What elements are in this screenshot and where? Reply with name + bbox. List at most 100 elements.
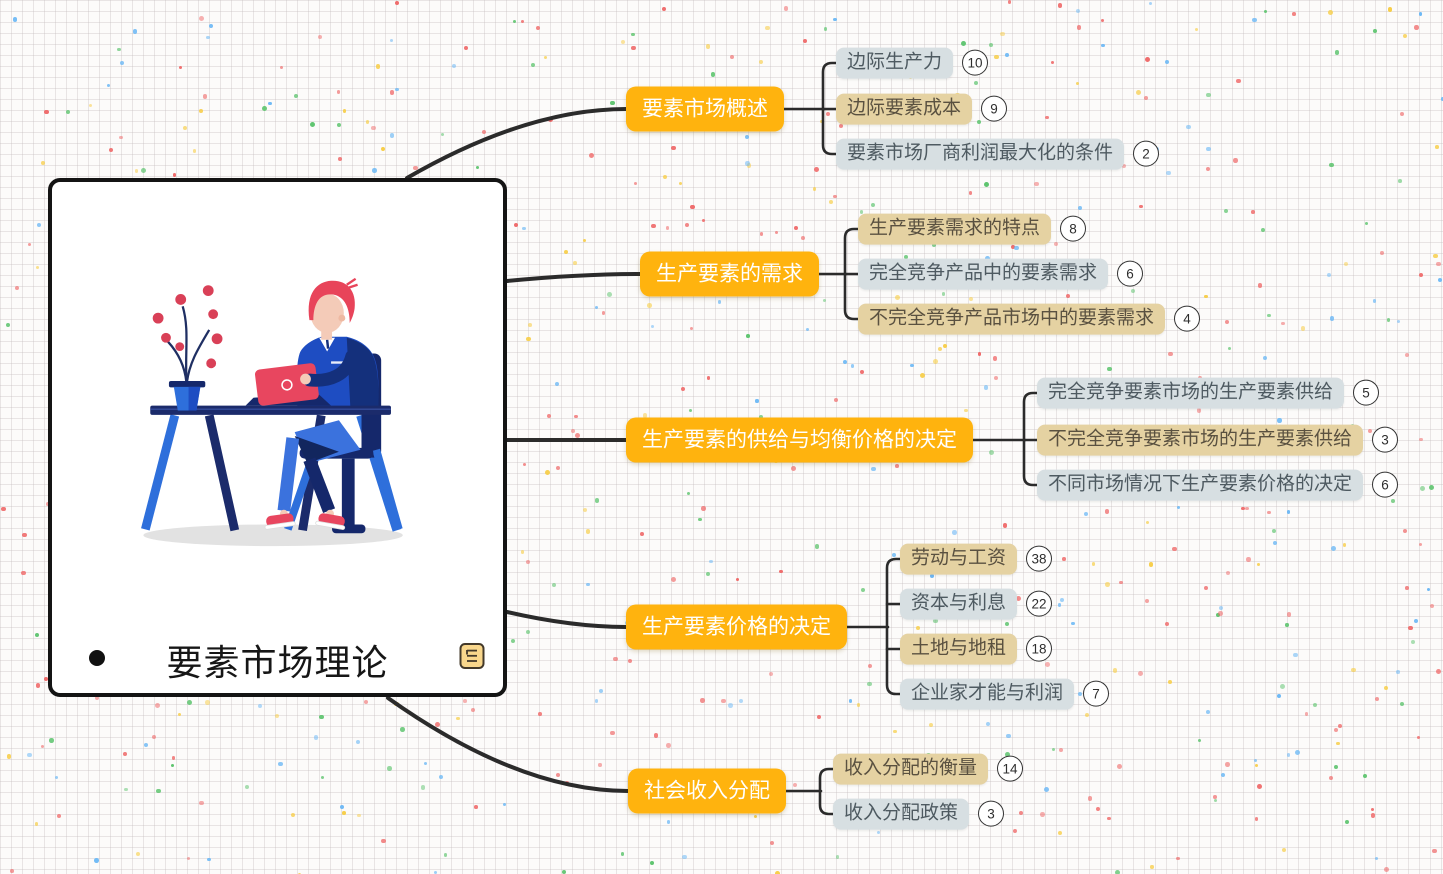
- confetti-dot: [814, 166, 819, 172]
- confetti-dot: [893, 729, 897, 734]
- confetti-dot: [1375, 696, 1380, 702]
- confetti-dot: [1145, 598, 1150, 603]
- topic-pill[interactable]: 不同市场情况下生产要素价格的决定: [1037, 469, 1364, 501]
- confetti-dot: [601, 311, 606, 315]
- branch-node-factor-supply-equilibrium[interactable]: 生产要素的供给与均衡价格的决定: [626, 417, 973, 463]
- confetti-dot: [119, 136, 123, 140]
- topic-pill[interactable]: 企业家才能与利润: [900, 678, 1075, 710]
- confetti-dot: [1105, 582, 1110, 587]
- confetti-dot: [1015, 596, 1021, 602]
- topic-pill[interactable]: 完全竞争要素市场的生产要素供给: [1037, 377, 1345, 409]
- confetti-dot: [317, 35, 322, 40]
- confetti-dot: [1414, 618, 1419, 623]
- confetti-dot: [470, 707, 475, 712]
- confetti-dot: [372, 168, 377, 173]
- confetti-dot: [511, 638, 516, 643]
- confetti-dot: [835, 855, 840, 859]
- topic-pill[interactable]: 边际生产力: [836, 47, 954, 79]
- topic-pill[interactable]: 土地与地租: [900, 633, 1018, 665]
- topic-pill[interactable]: 劳动与工资: [900, 543, 1018, 575]
- confetti-dot: [701, 506, 706, 511]
- confetti-dot: [6, 754, 12, 759]
- confetti-dot: [1010, 244, 1015, 249]
- count-badge[interactable]: 2: [1133, 140, 1160, 167]
- confetti-dot: [186, 700, 192, 706]
- confetti-dot: [108, 148, 113, 153]
- confetti-dot: [395, 88, 399, 92]
- count-badge[interactable]: 18: [1026, 635, 1053, 662]
- confetti-dot: [871, 466, 877, 472]
- count-badge[interactable]: 3: [978, 800, 1005, 827]
- topic-pill[interactable]: 收入分配政策: [833, 798, 970, 830]
- confetti-dot: [423, 762, 427, 766]
- count-badge[interactable]: 38: [1026, 545, 1053, 572]
- confetti-dot: [1267, 510, 1271, 515]
- confetti-dot: [805, 327, 810, 331]
- count-badge[interactable]: 14: [997, 755, 1024, 782]
- confetti-dot: [122, 752, 127, 757]
- count-badge[interactable]: 4: [1174, 305, 1201, 332]
- confetti-dot: [582, 238, 586, 242]
- confetti-dot: [929, 723, 934, 728]
- count-badge[interactable]: 7: [1083, 680, 1110, 707]
- branch-node-factor-market-overview[interactable]: 要素市场概述: [626, 86, 784, 132]
- branch-node-factor-price-determination[interactable]: 生产要素价格的决定: [626, 604, 847, 650]
- confetti-dot: [1386, 318, 1391, 323]
- count-badge[interactable]: 10: [962, 49, 989, 76]
- confetti-dot: [1342, 543, 1347, 547]
- confetti-dot: [395, 0, 400, 5]
- confetti-dot: [709, 559, 713, 564]
- count-badge[interactable]: 6: [1117, 260, 1144, 287]
- confetti-dot: [983, 182, 989, 188]
- confetti-dot: [666, 743, 671, 748]
- confetti-dot: [1117, 764, 1122, 769]
- confetti-dot: [1408, 625, 1414, 631]
- topic-pill[interactable]: 资本与利息: [900, 588, 1018, 620]
- count-badge[interactable]: 5: [1353, 379, 1380, 406]
- central-topic-card[interactable]: 要素市场理论: [48, 178, 507, 697]
- branch-node-factor-demand[interactable]: 生产要素的需求: [640, 251, 819, 297]
- confetti-dot: [755, 399, 759, 403]
- confetti-dot: [1370, 813, 1376, 818]
- topic-pill[interactable]: 完全竞争产品中的要素需求: [858, 258, 1109, 290]
- count-badge[interactable]: 9: [981, 95, 1008, 122]
- confetti-dot: [1057, 3, 1063, 8]
- confetti-dot: [1002, 523, 1008, 528]
- confetti-dot: [205, 35, 210, 40]
- count-badge[interactable]: 3: [1372, 426, 1399, 453]
- count-badge[interactable]: 22: [1026, 590, 1053, 617]
- count-badge[interactable]: 8: [1060, 215, 1087, 242]
- confetti-dot: [992, 356, 997, 361]
- branch-node-income-distribution[interactable]: 社会收入分配: [628, 768, 786, 814]
- note-icon[interactable]: [459, 642, 485, 670]
- confetti-dot: [582, 508, 587, 513]
- count-badge[interactable]: 6: [1372, 471, 1399, 498]
- confetti-dot: [1331, 546, 1337, 552]
- confetti-dot: [701, 218, 706, 223]
- topic-pill[interactable]: 不完全竞争要素市场的生产要素供给: [1037, 424, 1364, 456]
- confetti-dot: [522, 226, 526, 231]
- confetti-dot: [106, 83, 111, 88]
- confetti-dot: [1333, 728, 1339, 733]
- confetti-dot: [94, 858, 99, 863]
- confetti-dot: [1, 506, 6, 512]
- confetti-dot: [44, 677, 48, 681]
- confetti-dot: [1396, 670, 1400, 674]
- topic-row: 不同市场情况下生产要素价格的决定 6: [1037, 469, 1399, 501]
- topic-pill[interactable]: 收入分配的衡量: [833, 753, 989, 785]
- confetti-dot: [357, 814, 361, 818]
- topic-pill[interactable]: 要素市场厂商利润最大化的条件: [836, 138, 1125, 170]
- topic-pill[interactable]: 不完全竞争产品市场中的要素需求: [858, 303, 1166, 335]
- confetti-dot: [520, 550, 525, 554]
- topic-pill[interactable]: 生产要素需求的特点: [858, 213, 1052, 245]
- confetti-dot: [1267, 314, 1271, 318]
- confetti-dot: [1435, 145, 1439, 149]
- topic-pill[interactable]: 边际要素成本: [836, 93, 973, 125]
- confetti-dot: [609, 100, 615, 106]
- confetti-dot: [910, 363, 914, 368]
- confetti-dot: [1206, 147, 1211, 152]
- confetti-dot: [1084, 512, 1089, 517]
- confetti-dot: [1148, 562, 1154, 567]
- confetti-dot: [268, 101, 272, 105]
